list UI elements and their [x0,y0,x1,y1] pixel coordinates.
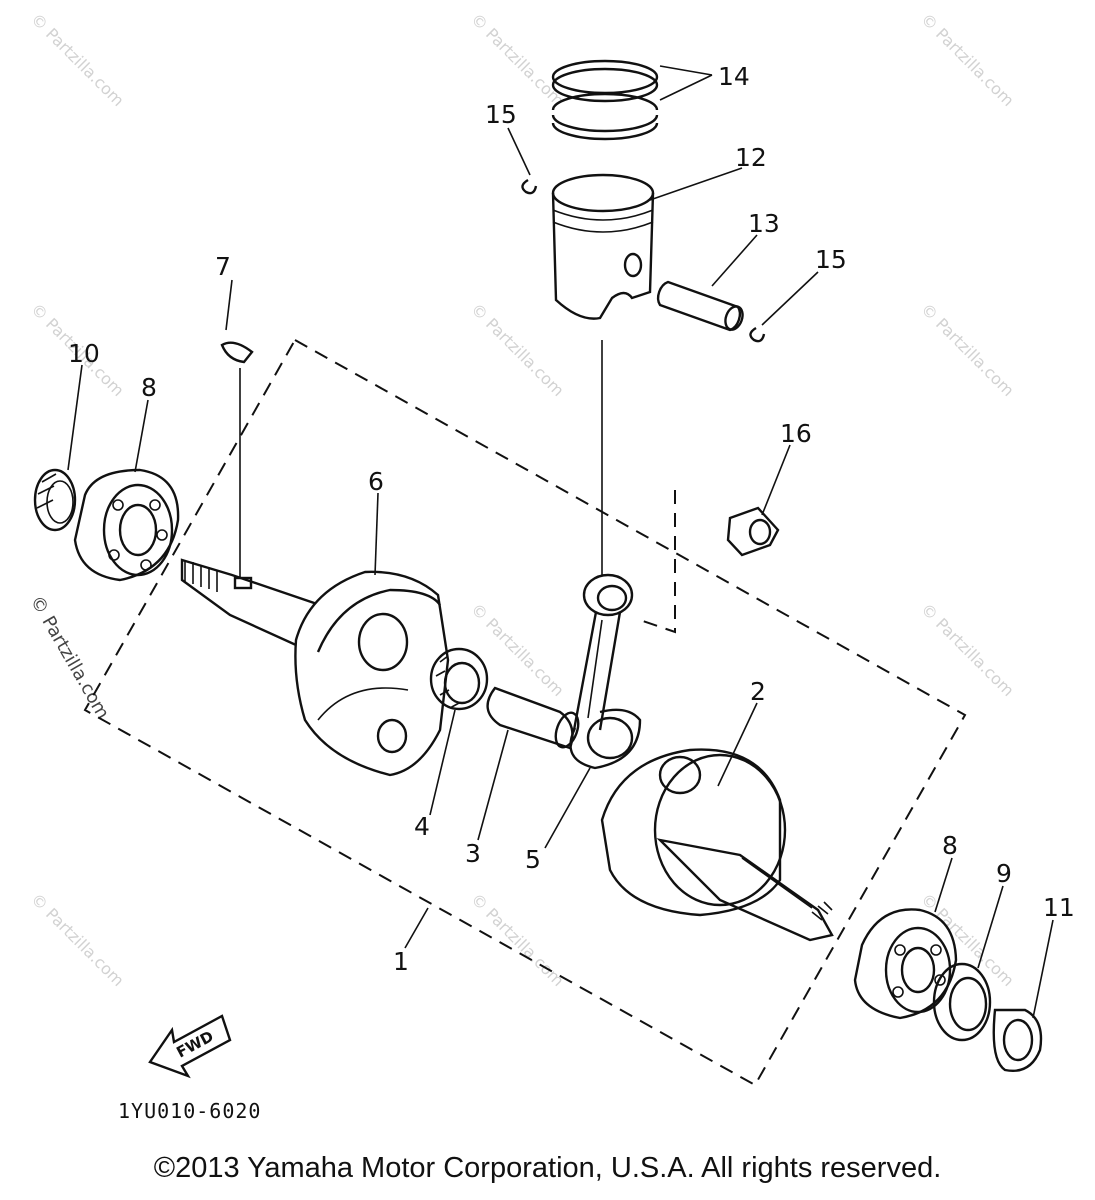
watermark-11: © Partzilla.com [917,889,1018,990]
right-crank-half [600,748,834,942]
crank-pin [486,686,580,750]
watermark-10: © Partzilla.com [467,889,568,990]
left-bearing [73,468,180,582]
right-oil-seal [932,962,992,1042]
side-watermark: © Partzilla.com [26,592,114,723]
callout-14: 14 [718,62,750,91]
watermark-3: © Partzilla.com [917,9,1018,110]
callouts: 1 2 3 4 5 6 7 8 8 9 10 11 12 13 14 15 15… [68,62,1075,976]
callout-10: 10 [68,339,100,368]
callout-1: 1 [393,947,409,976]
big-end-needle-bearing [429,647,489,711]
fwd-label: FWD [173,1027,216,1061]
piston-pin [656,280,744,332]
callout-13: 13 [748,209,780,238]
collar [992,1008,1043,1072]
watermark-2: © Partzilla.com [467,9,568,110]
leader-lines [67,65,1054,1019]
callout-9: 9 [996,859,1012,888]
watermark-8: © Partzilla.com [917,599,1018,700]
watermark-7: © Partzilla.com [467,599,568,700]
part-code: 1YU010-6020 [118,1099,261,1123]
piston [551,173,655,320]
small-end-bearing [726,506,780,557]
callout-3: 3 [465,839,481,868]
crankshaft-piston-exploded-diagram: © Partzilla.com © Partzilla.com © Partzi… [26,9,1075,1123]
callout-2: 2 [750,677,766,706]
callout-11: 11 [1043,893,1075,922]
piston-pin-clip-left [521,178,538,195]
fwd-arrow-icon: FWD [148,1014,232,1079]
callout-12: 12 [735,143,767,172]
left-crank-half [180,558,450,777]
watermark-6: © Partzilla.com [917,299,1018,400]
callout-15-right: 15 [815,245,847,274]
woodruff-key [220,341,254,364]
copyright-text: ©2013 Yamaha Motor Corporation, U.S.A. A… [153,1152,942,1184]
crankshaft-assembly-box [83,338,967,1087]
callout-8-left: 8 [141,373,157,402]
watermark-1: © Partzilla.com [27,9,128,110]
watermark-5: © Partzilla.com [467,299,568,400]
piston-rings [551,59,659,141]
connecting-rod [569,340,642,770]
callout-4: 4 [414,812,430,841]
piston-pin-clip-right [749,326,766,343]
left-oil-seal [33,468,77,532]
callout-8-right: 8 [942,831,958,860]
callout-7: 7 [215,252,231,281]
callout-16: 16 [780,419,812,448]
bearing-sub-box [639,490,676,634]
callout-5: 5 [525,845,541,874]
watermark-9: © Partzilla.com [27,889,128,990]
callout-15-left: 15 [485,100,517,129]
right-bearing [853,908,958,1020]
callout-6: 6 [368,467,384,496]
